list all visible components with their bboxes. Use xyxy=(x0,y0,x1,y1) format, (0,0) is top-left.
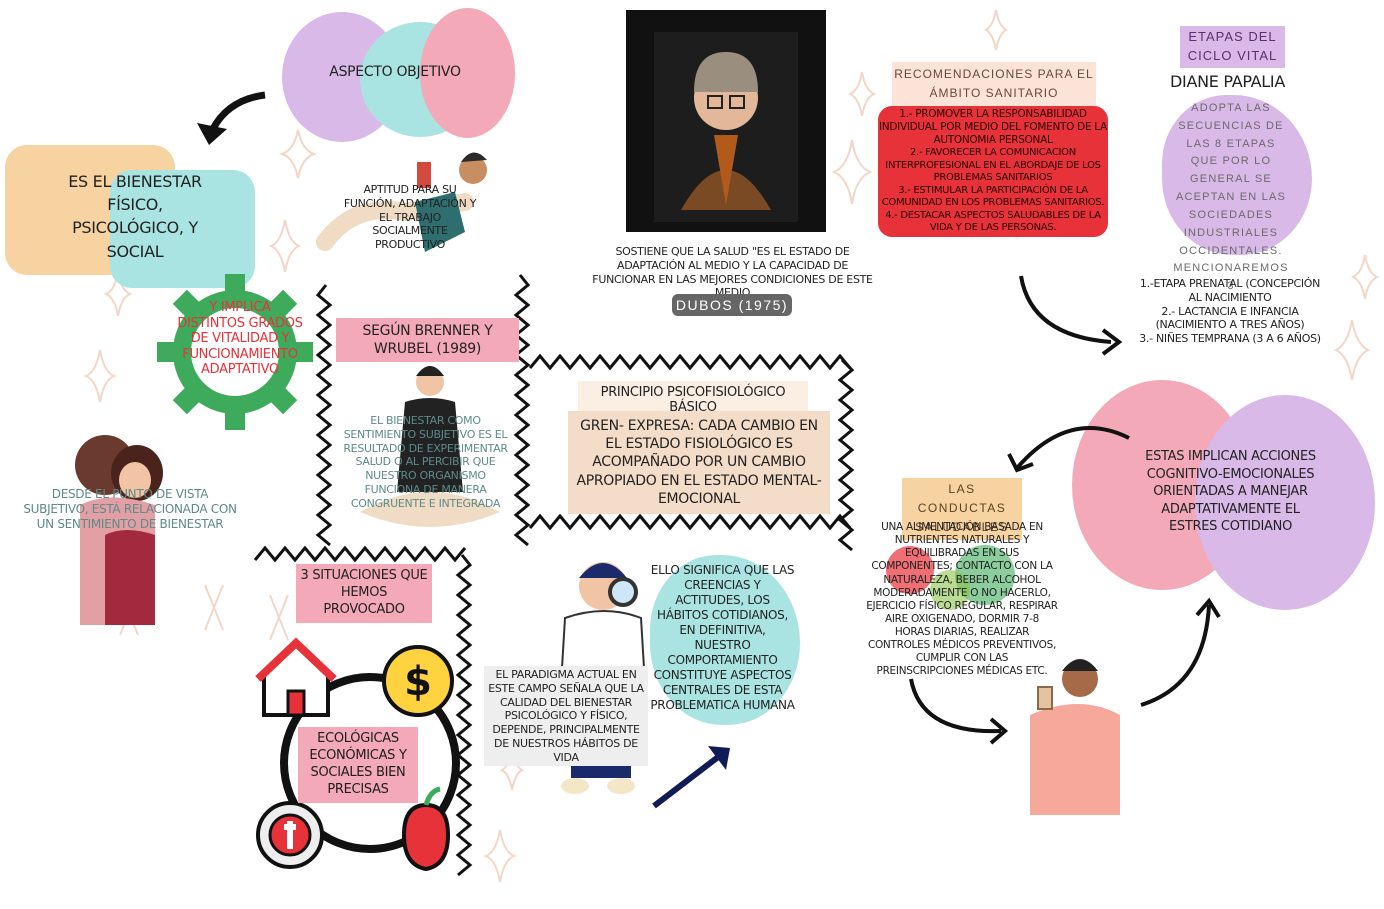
significa-text: ELLO SIGNIFICA QUE LAS CREENCIAS Y ACTIT… xyxy=(650,563,795,712)
etapas-title: ETAPAS DEL CICLO VITAL xyxy=(1180,26,1285,68)
etapa-1: 1.-ETAPA PRENATAL (CONCEPCIÓN AL NACIMIE… xyxy=(1139,277,1321,304)
recomendacion-3: 3.- ESTIMULAR LA PARTICIPACIÓN DE LA COM… xyxy=(881,184,1105,209)
etapas-list: 1.-ETAPA PRENATAL (CONCEPCIÓN AL NACIMIE… xyxy=(1135,277,1325,346)
hugging-women-illustration xyxy=(75,435,163,625)
etapa-2: 2.- LACTANCIA E INFANCIA (NACIMIENTO A T… xyxy=(1155,304,1305,332)
pink-blob xyxy=(420,8,515,138)
bienestar-definition: ES EL BIENESTAR FÍSICO, PSICOLÓGICO, Y S… xyxy=(68,172,202,261)
vegetables-illustration xyxy=(886,545,1015,610)
lilac-cloud-2 xyxy=(1195,395,1375,610)
aspecto-objetivo-title: ASPECTO OBJETIVO xyxy=(329,64,461,80)
arrow-up-right-icon xyxy=(652,746,730,809)
paradigma-text: EL PARADIGMA ACTUAL EN ESTE CAMPO SEÑALA… xyxy=(484,666,648,767)
dubos-portrait xyxy=(626,10,826,232)
recomendacion-1: 1.- PROMOVER LA RESPONSABILIDAD INDIVIDU… xyxy=(879,108,1107,147)
teal-box xyxy=(110,170,255,288)
recomendacion-2: 2.- FAVORECER LA COMUNICACION INTERPROFE… xyxy=(885,147,1101,184)
gear-text: Y IMPLICA DISTINTOS GRADOS DE VITALIDAD … xyxy=(177,300,303,378)
brenner-title: SEGÚN BRENNER Y WRUBEL (1989) xyxy=(336,318,519,363)
conductas-title: LAS CONDUCTAS SALUDABLES xyxy=(902,478,1022,540)
situaciones-cycle: $ xyxy=(255,637,460,872)
estres-text: ESTAS IMPLICAN ACCIONES COGNITIVO-EMOCIO… xyxy=(1145,449,1316,535)
dubos-label: DUBOS (1975) xyxy=(672,294,792,316)
principio-text: GREN- EXPRESA: CADA CAMBIO EN EL ESTADO … xyxy=(568,411,830,514)
lilac-cloud xyxy=(1162,95,1312,255)
curved-arrow-icon xyxy=(197,91,266,145)
recomendaciones-list: 1.- PROMOVER LA RESPONSABILIDAD INDIVIDU… xyxy=(878,106,1108,237)
etapas-text: ADOPTA LAS SECUENCIAS DE LAS 8 ETAPAS QU… xyxy=(1173,102,1289,293)
svg-text:$: $ xyxy=(404,659,432,705)
curved-arrow-icon xyxy=(1007,426,1130,473)
brenner-text: EL BIENESTAR COMO SENTIMIENTO SUBJETIVO … xyxy=(343,414,508,510)
house-icon xyxy=(255,637,337,717)
curved-arrow-icon xyxy=(1140,597,1221,707)
bienestar-subjetivo-text: DESDE EL PUNTO DE VISTA SUBJETIVO, ESTÁ … xyxy=(23,487,237,531)
teal-cloud xyxy=(650,555,800,725)
recomendaciones-title: RECOMENDACIONES PARA EL ÁMBITO SANITARIO xyxy=(892,62,1096,107)
conductas-text: UNA ALIMENTACIÓN BASADA EN NUTRIENTES NA… xyxy=(866,521,1058,678)
gear-icon xyxy=(157,274,313,430)
man-with-pill-illustration xyxy=(1030,659,1120,815)
etapas-author: DIANE PAPALIA xyxy=(1170,72,1285,91)
situaciones-center: ECOLÓGICAS ECONÓMICAS Y SOCIALES BIEN PR… xyxy=(298,727,418,803)
meditating-woman-illustration xyxy=(360,366,500,527)
reclining-person-illustration xyxy=(316,152,487,252)
recomendacion-4: 4.- DESTACAR ASPECTOS SALUDABLES DE LA V… xyxy=(885,209,1101,234)
situaciones-title: 3 SITUACIONES QUE HEMOS PROVOCADO xyxy=(296,564,432,623)
etapa-3: 3.- NIÑES TEMPRANA (3 A 6 AÑOS) xyxy=(1139,332,1321,345)
curved-arrow-icon xyxy=(909,678,1009,745)
dubos-quote: SOSTIENE QUE LA SALUD "ES EL ESTADO DE A… xyxy=(592,245,873,300)
aspecto-objetivo-text: APTITUD PARA SU FUNCIÓN, ADAPTACIÓN Y EL… xyxy=(343,183,477,251)
curved-arrow-icon xyxy=(1019,275,1123,356)
